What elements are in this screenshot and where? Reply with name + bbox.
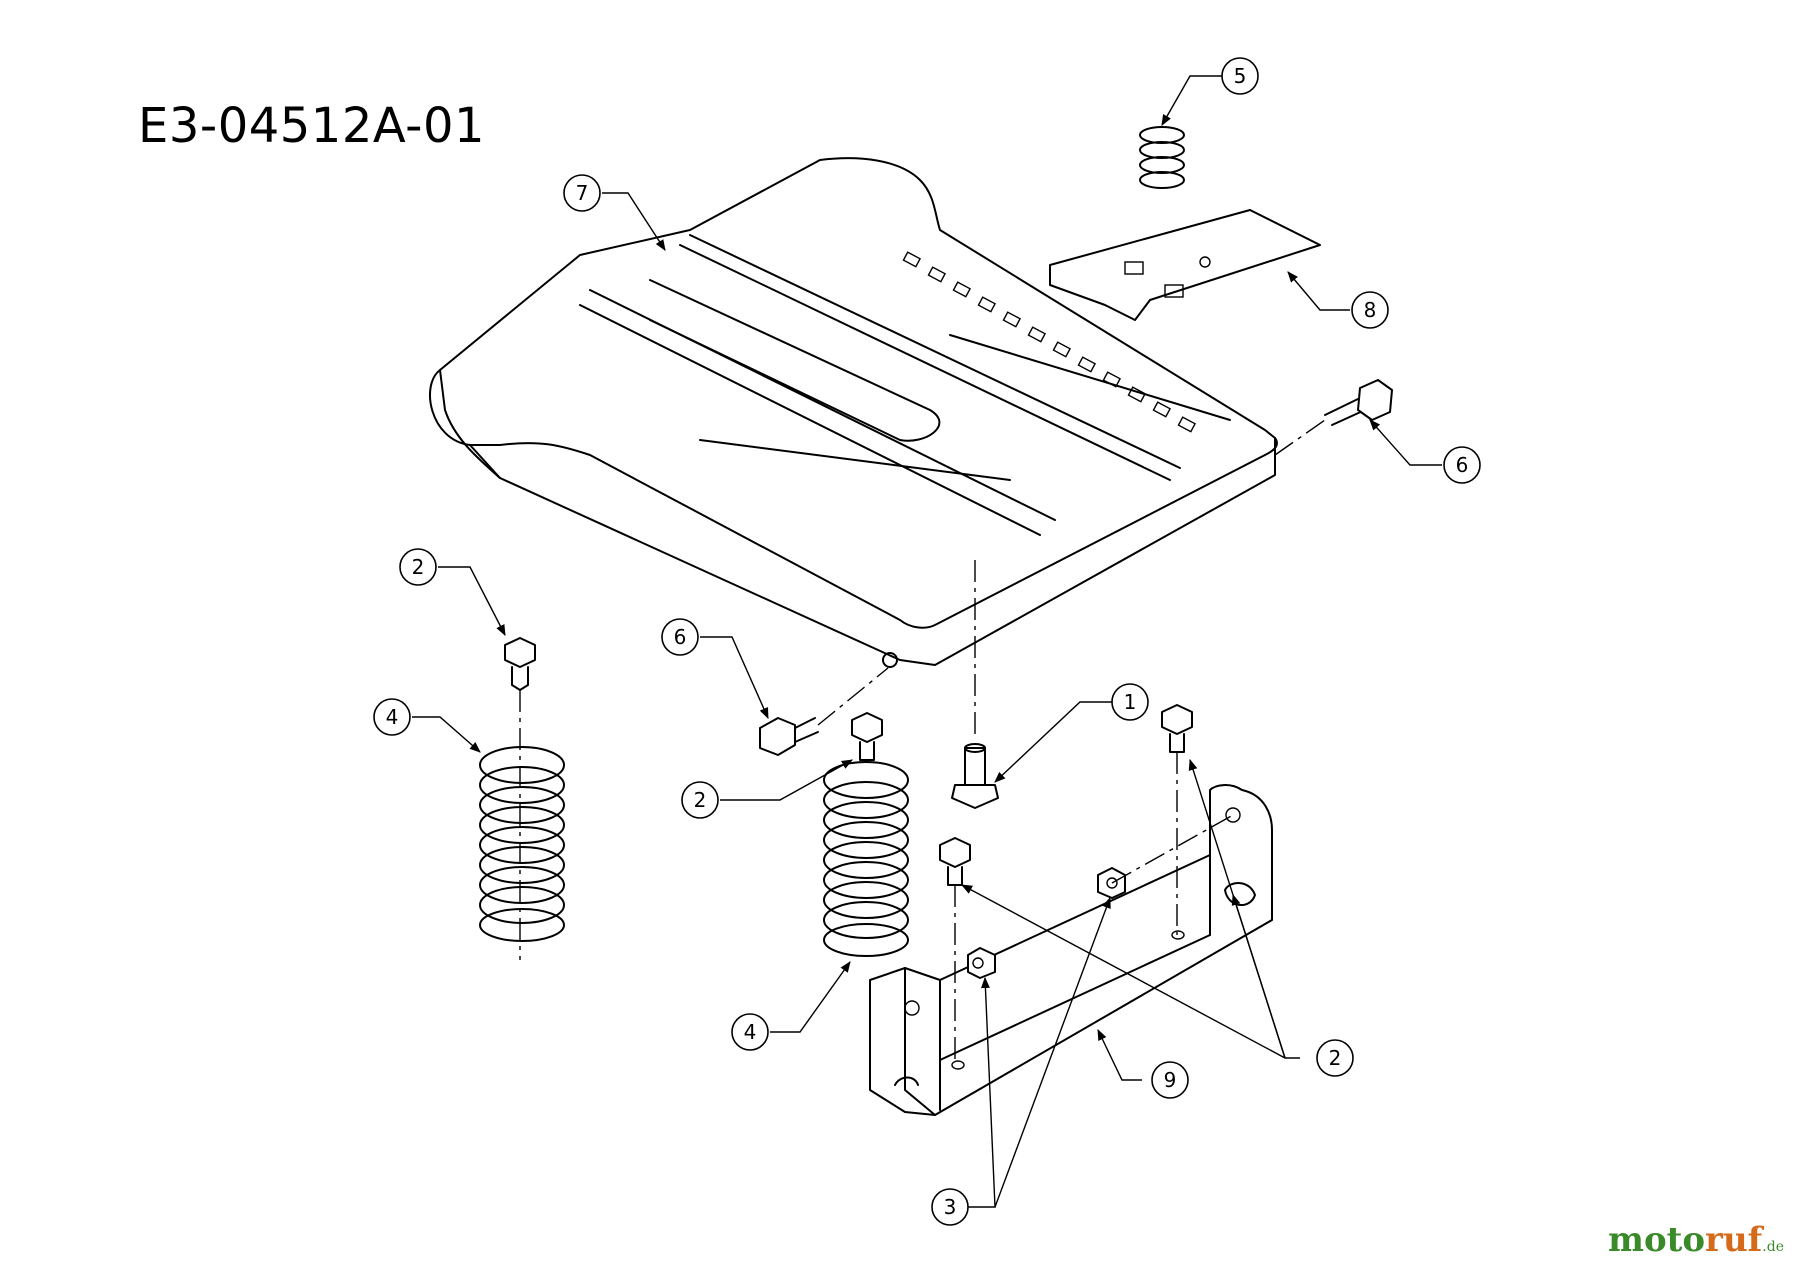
svg-text:6: 6 (1456, 453, 1469, 477)
leader-lines (412, 75, 1442, 1208)
callout-6-left: 6 (661, 618, 699, 656)
callout-9: 9 (1151, 1061, 1189, 1099)
flange-nut-right (1097, 867, 1126, 899)
svg-text:6: 6 (674, 625, 687, 649)
callout-1: 1 (1111, 683, 1149, 721)
svg-text:2: 2 (694, 788, 707, 812)
callout-6-right: 6 (1443, 446, 1481, 484)
callout-3: 3 (931, 1188, 969, 1226)
coil-spring-middle (823, 761, 909, 957)
callout-8: 8 (1351, 291, 1389, 329)
svg-text:2: 2 (1329, 1046, 1342, 1070)
svg-text:3: 3 (944, 1195, 957, 1219)
svg-text:1: 1 (1124, 690, 1137, 714)
slot-row (902, 251, 1197, 433)
latch-bracket (1049, 209, 1321, 321)
svg-text:9: 9 (1164, 1068, 1177, 1092)
callout-2-bracket: 2 (1316, 1039, 1354, 1077)
bolt-2-middle (851, 712, 883, 761)
bolt-2-top-left (504, 637, 536, 691)
svg-text:2: 2 (412, 555, 425, 579)
coil-spring-left (479, 746, 565, 942)
callout-2-top-left: 2 (399, 548, 437, 586)
bolt-2-bracket-right (1161, 704, 1193, 753)
svg-text:5: 5 (1234, 64, 1247, 88)
diagram-id: E3-04512A-01 (138, 98, 486, 154)
callout-4-left: 4 (373, 698, 411, 736)
bolt-6-left (759, 717, 819, 756)
callout-2-middle: 2 (681, 781, 719, 819)
callout-7: 7 (563, 174, 601, 212)
seat-plate (429, 157, 1278, 668)
watermark-logo: motoruf.de (1607, 1220, 1784, 1260)
bolt-6-right (1324, 379, 1393, 426)
flange-nut-left (967, 947, 996, 979)
svg-text:7: 7 (576, 181, 589, 205)
svg-text:8: 8 (1364, 298, 1377, 322)
bolt-2-bracket-left (939, 837, 971, 886)
callout-5: 5 (1221, 57, 1259, 95)
svg-text:4: 4 (744, 1020, 757, 1044)
lower-bracket (869, 784, 1273, 1116)
compression-spring-small (1139, 126, 1185, 189)
svg-text:4: 4 (386, 705, 399, 729)
pivot-pin (951, 743, 999, 809)
callout-4-middle: 4 (731, 1013, 769, 1051)
